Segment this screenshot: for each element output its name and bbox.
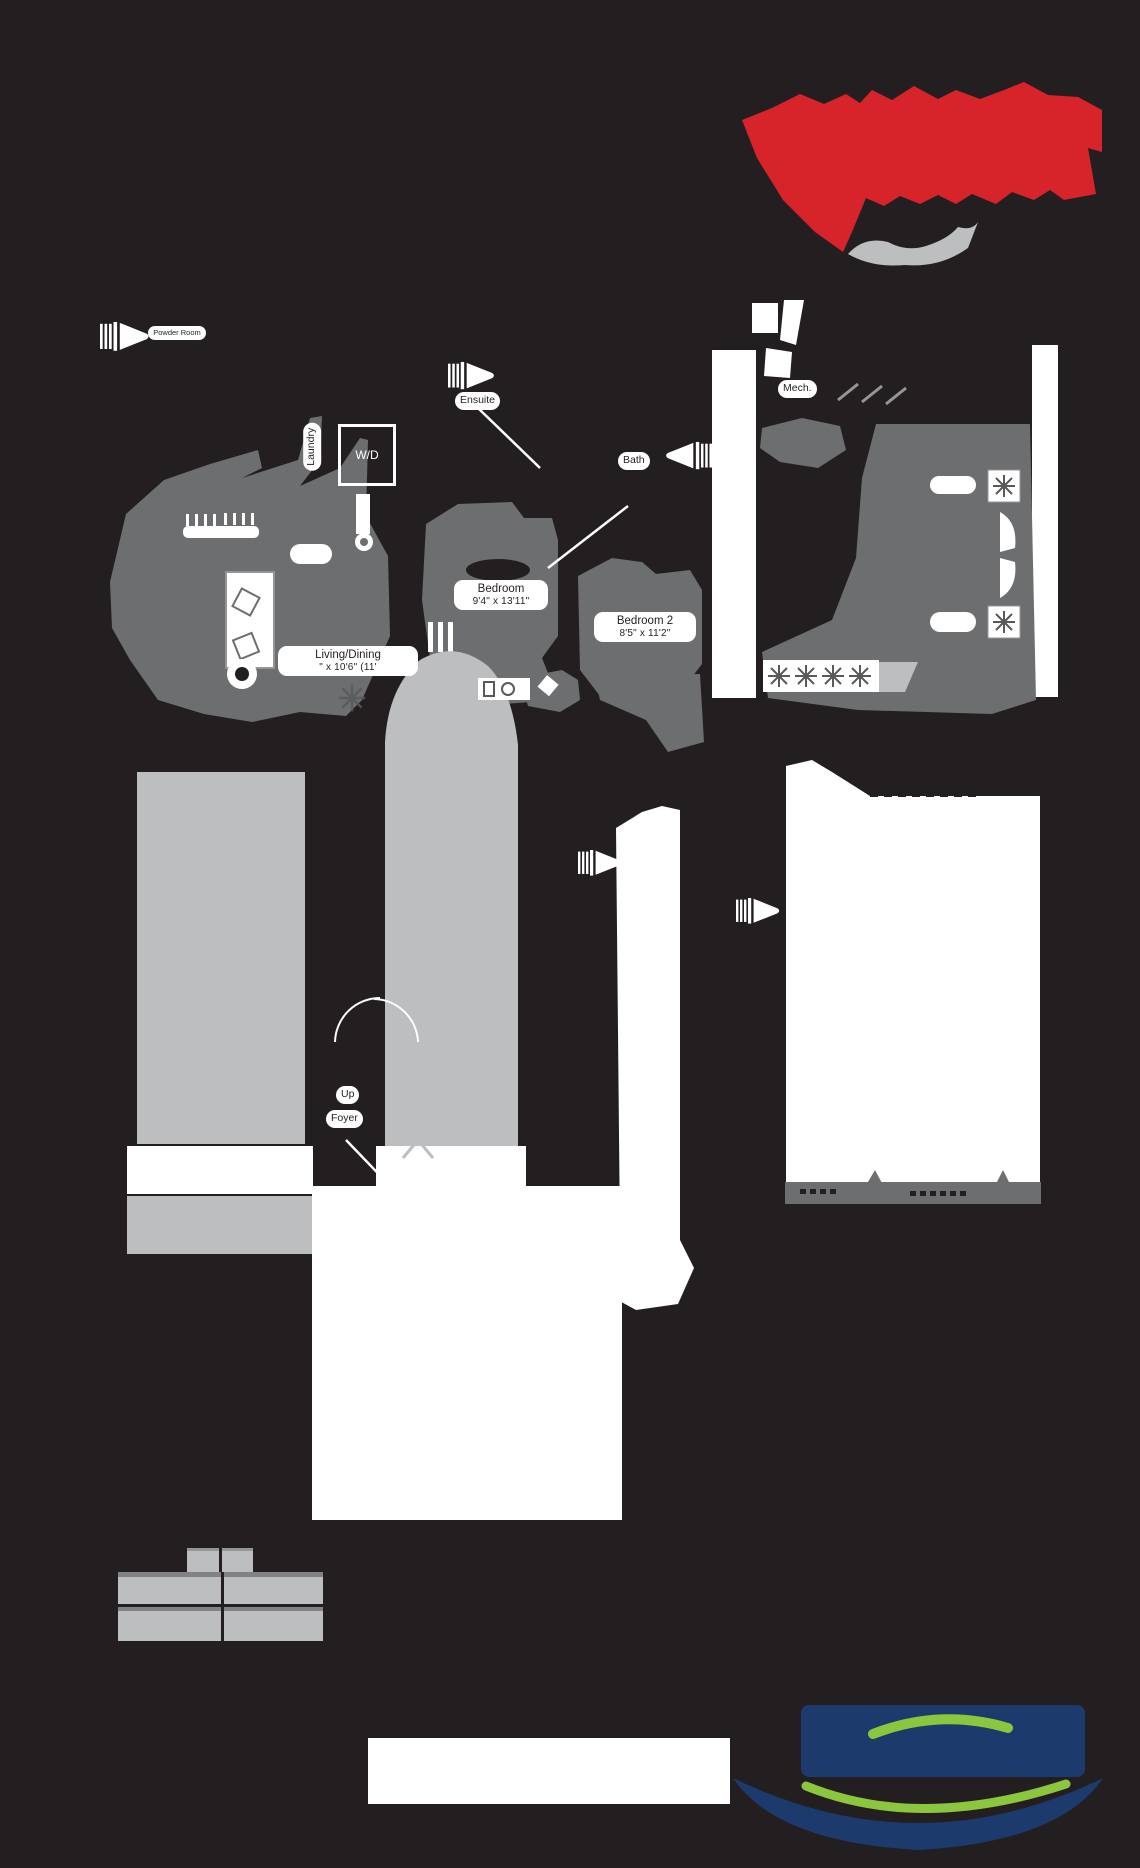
washer-dryer-label: W/D	[355, 448, 379, 462]
bedroom2-name: Bedroom 2	[616, 615, 674, 627]
door-icon-powder	[100, 322, 149, 351]
up-label: Up	[336, 1086, 360, 1104]
pillow-icon	[930, 612, 976, 632]
gray-blob	[595, 674, 704, 752]
foyer-label: Foyer	[326, 1110, 363, 1128]
plant-table-icon	[987, 605, 1021, 639]
hidden-text-blob	[466, 559, 530, 581]
suite-area-small	[760, 418, 846, 468]
bedroom2-dims: 8'5" x 11'2"	[619, 627, 671, 639]
white-band-bottom	[368, 1738, 730, 1804]
bench-icon	[290, 544, 332, 564]
living-dining-label: Living/Dining " x 10'6" (11'	[278, 646, 418, 676]
bedroom-name: Bedroom	[477, 583, 525, 595]
door-icon-ensuite	[448, 362, 494, 390]
living-dining-name: Living/Dining	[315, 649, 381, 661]
washer-dryer-box: W/D	[338, 424, 396, 486]
bedroom-dims: 9'4" x 13'11"	[472, 595, 530, 607]
porch-step-white	[127, 1146, 313, 1194]
mech-door-icon	[752, 300, 804, 378]
entry-door-arcs	[334, 997, 419, 1043]
pillow-icon	[537, 675, 559, 697]
laundry-label: Laundry	[303, 422, 321, 471]
bedroom-label: Bedroom 9'4" x 13'11"	[454, 580, 548, 610]
plant-table-icon	[987, 469, 1021, 503]
white-region-right	[786, 760, 1040, 1182]
bar-stools-icon	[183, 513, 259, 538]
stair-chevron	[401, 1137, 435, 1159]
logo-swoosh	[848, 222, 978, 266]
suite-area	[762, 424, 1036, 714]
side-table-icon	[227, 659, 257, 689]
stairwell-strip	[612, 806, 694, 1310]
living-dining-area	[110, 416, 390, 722]
bath-label: Bath	[618, 452, 650, 470]
pillow-icon	[930, 476, 976, 494]
wall-strip-right	[1032, 345, 1058, 697]
bath-fixtures-icon	[478, 678, 530, 700]
step-wedge	[879, 662, 918, 692]
round-sink-icon	[355, 533, 373, 551]
door-icon-ground	[736, 898, 780, 924]
planter-icon	[763, 660, 918, 692]
ensuite-label: Ensuite	[455, 392, 501, 410]
footer-logo	[733, 1705, 1103, 1850]
driveway-plan	[118, 1548, 323, 1641]
wall-strip	[712, 350, 756, 698]
fridge-icon	[356, 494, 370, 534]
porch-step-gray	[127, 1196, 313, 1254]
hatch-lines	[837, 382, 907, 406]
powder-room-label: Powder Room	[148, 326, 206, 341]
double-door-icon	[1000, 512, 1016, 598]
mech-label: Mech.	[778, 380, 817, 398]
bedroom2-label: Bedroom 2 8'5" x 11'2"	[594, 612, 696, 642]
living-dining-dims: " x 10'6" (11'	[319, 661, 377, 673]
porch-column-arched	[385, 651, 518, 1146]
builder-logo-red	[742, 82, 1102, 266]
porch-column	[137, 772, 305, 1144]
closet-icon	[428, 622, 453, 652]
door-icon-bath	[666, 442, 712, 470]
white-region-center	[312, 1186, 622, 1520]
caption-band	[785, 1170, 1041, 1204]
text-remnants	[870, 793, 976, 797]
sofa-icon	[225, 571, 275, 669]
door-icon-ground	[578, 850, 622, 876]
